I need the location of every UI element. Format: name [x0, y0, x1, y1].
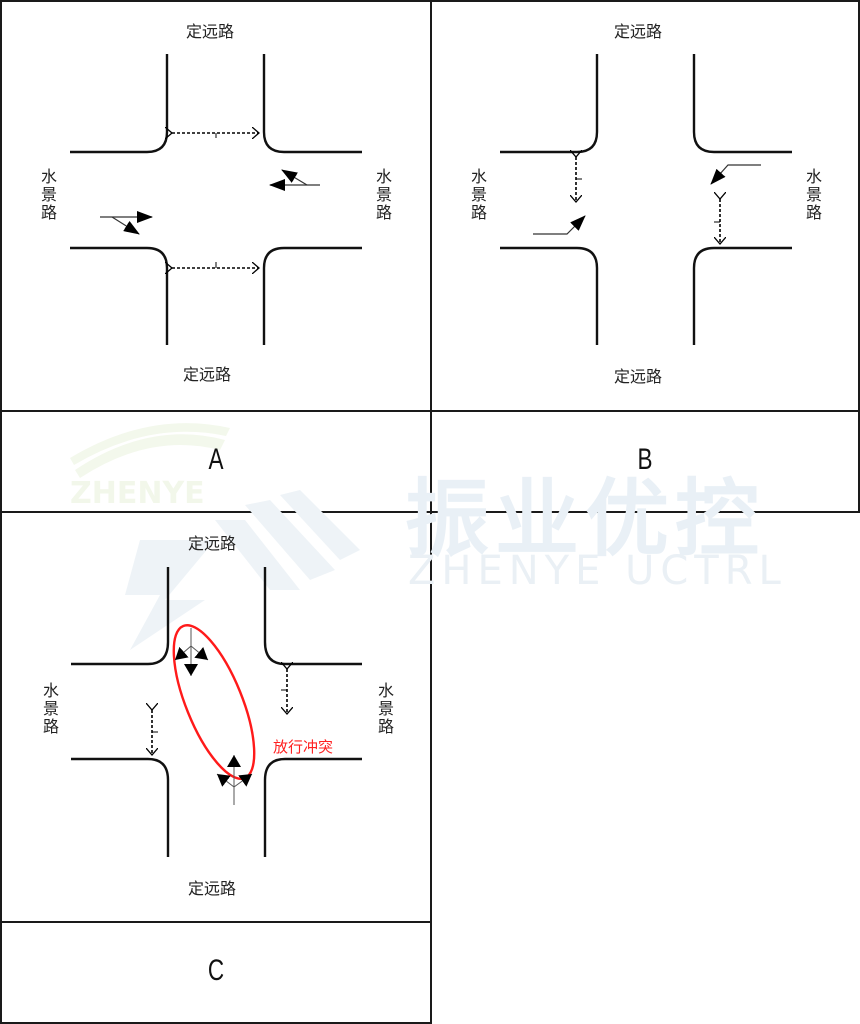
- road-edges: [71, 567, 362, 857]
- panel-b-cell: [430, 0, 860, 412]
- road-label-west: 水景路: [468, 168, 487, 222]
- road-label-north: 定远路: [614, 22, 663, 41]
- conflict-annotation: 放行冲突: [273, 738, 334, 756]
- road-edges: [70, 54, 362, 345]
- intersection-diagram-a: [70, 54, 362, 345]
- vehicle-left-turn-west: [533, 215, 586, 235]
- vehicle-arrows-east: [269, 169, 320, 191]
- vehicle-arrows-north: [174, 628, 209, 676]
- caption-c: C: [207, 954, 225, 987]
- road-edges: [500, 54, 792, 345]
- panel-a: 定远路 定远路 水景路 水景路: [0, 0, 430, 410]
- road-label-east: 水景路: [803, 168, 822, 222]
- caption-b: B: [637, 443, 653, 476]
- road-label-west: 水景路: [40, 682, 59, 736]
- road-label-south: 定远路: [614, 367, 663, 386]
- road-label-east: 水景路: [373, 168, 392, 222]
- vehicle-arrows-west: [100, 211, 153, 235]
- pedestrian-crossing-north: [172, 133, 259, 138]
- pedestrian-crossing-east: [281, 669, 287, 714]
- vehicle-left-turn-east: [710, 164, 761, 185]
- caption-a: A: [208, 443, 224, 476]
- road-label-north: 定远路: [186, 22, 235, 41]
- road-label-north: 定远路: [188, 534, 237, 553]
- road-label-east: 水景路: [375, 682, 394, 736]
- panel-c: 定远路 定远路 水景路 水景路 放行冲突: [0, 512, 430, 922]
- pedestrian-crossing-east: [714, 199, 720, 244]
- road-label-south: 定远路: [183, 365, 232, 384]
- intersection-diagram-b: [500, 54, 792, 345]
- caption-c-cell: [0, 921, 432, 1024]
- panel-a-cell: [0, 0, 432, 412]
- conflict-ellipse: [172, 624, 256, 780]
- pedestrian-crossing-west: [152, 710, 158, 755]
- watermark-en-text: ZHENYE UCTRL: [408, 548, 787, 594]
- pedestrian-crossing-west: [576, 157, 582, 202]
- vehicle-arrows-south: [216, 755, 253, 805]
- pedestrian-crossing-south: [172, 262, 259, 268]
- panel-b: 定远路 定远路 水景路 水景路: [430, 0, 860, 410]
- road-label-west: 水景路: [38, 168, 57, 222]
- caption-b-cell: [430, 410, 860, 513]
- road-label-south: 定远路: [188, 879, 237, 898]
- intersection-diagram-c: [71, 567, 362, 857]
